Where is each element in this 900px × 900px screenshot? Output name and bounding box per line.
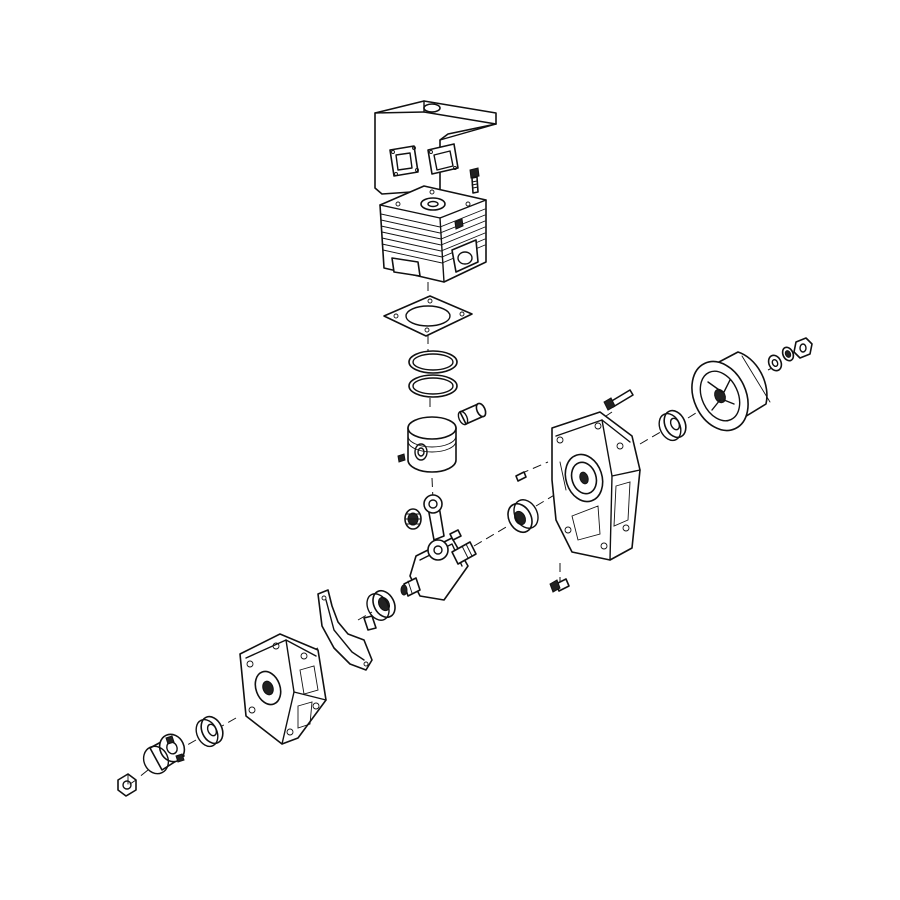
cylinder <box>379 185 487 283</box>
cylinder-bolt <box>469 167 480 194</box>
axis-case-seal-left <box>221 717 237 727</box>
piston <box>397 416 457 473</box>
crankcase-bearing-right <box>507 499 539 534</box>
clutch-drum <box>691 351 771 432</box>
axis-seal-hub <box>181 739 197 749</box>
exhaust-gasket-large <box>427 143 459 175</box>
crankshaft-connecting-rod <box>400 494 477 601</box>
axis-hub-nut <box>137 769 149 779</box>
assembly-axes <box>137 268 773 779</box>
crankcase-right <box>551 411 641 561</box>
axis-bearing-case <box>535 493 557 507</box>
cylinder-base-gasket <box>383 295 473 337</box>
hex-nut <box>793 337 813 359</box>
needle-bearing <box>404 508 422 530</box>
flywheel-hub <box>142 733 186 775</box>
spring-washer <box>781 346 795 362</box>
piston-ring-lower <box>408 374 458 398</box>
oil-seal-right <box>658 409 687 442</box>
dowel-pin <box>515 471 527 482</box>
woodruff-key <box>449 529 462 541</box>
flywheel-nut <box>117 773 137 797</box>
axis-gasket-bearing <box>357 611 373 621</box>
piston-pin <box>457 402 487 426</box>
crankcase-bearing-left <box>366 589 396 621</box>
crankcase-bolt-long <box>603 389 634 411</box>
bracket-window <box>389 145 419 177</box>
axis-case-seal <box>639 429 665 445</box>
oil-seal-left <box>195 715 224 748</box>
axis-crank-bearing <box>473 525 509 547</box>
crankcase-bolt-short <box>549 578 570 593</box>
piston-ring-upper <box>408 350 458 374</box>
washer <box>767 354 783 372</box>
crankcase-gasket <box>317 589 377 671</box>
crankcase-left <box>239 633 327 745</box>
